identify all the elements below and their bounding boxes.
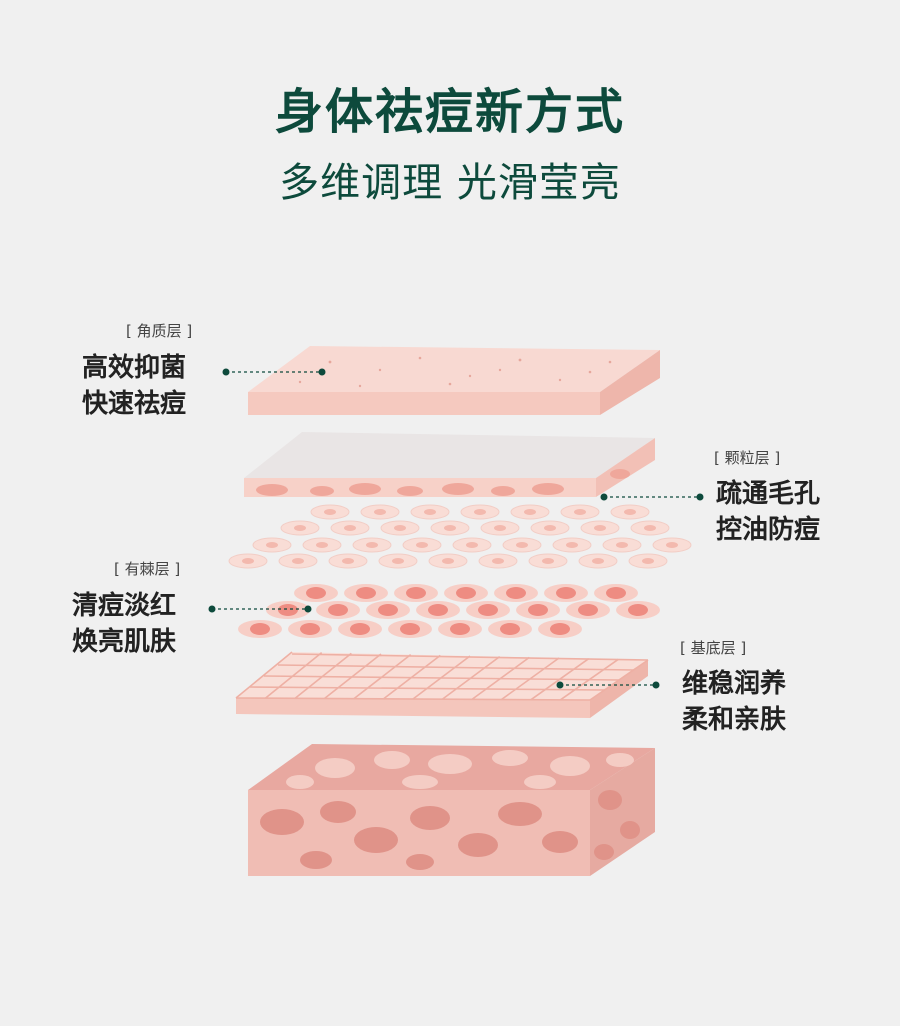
layer-desc-line: 快速祛痘 (82, 389, 187, 419)
granular-cell (328, 553, 368, 569)
granular-cell (252, 537, 292, 553)
granular-cell (552, 537, 592, 553)
spinous-cell (338, 620, 382, 638)
granular-cell (430, 520, 470, 536)
granular-cell (578, 553, 618, 569)
dermis-layer (248, 744, 655, 876)
granular-cell (310, 504, 350, 520)
spinous-cell (488, 620, 532, 638)
connector-granulosum (600, 493, 704, 501)
stratum-granulosum-layer (244, 432, 655, 497)
stratum-basale-layer (235, 651, 649, 718)
spinous-cell (294, 584, 338, 602)
layer-desc-granulosum: 疏通毛孔 控油防痘 (716, 476, 820, 548)
layer-desc-corneum: 高效抑菌 快速祛痘 (82, 350, 186, 422)
spinous-cell (316, 601, 360, 619)
granular-cell (530, 520, 570, 536)
granular-cell (460, 504, 500, 520)
granular-cell (278, 553, 318, 569)
connector-spinosum (208, 605, 312, 613)
layer-desc-line: 焕亮肌肤 (72, 627, 177, 657)
spinous-cells (238, 584, 660, 638)
granular-cells (228, 504, 692, 569)
granular-cell (452, 537, 492, 553)
granular-cell (628, 553, 668, 569)
spinous-cell (238, 620, 282, 638)
granular-cell (652, 537, 692, 553)
granular-cell (502, 537, 542, 553)
granular-cell (602, 537, 642, 553)
layer-desc-line: 疏通毛孔 (716, 479, 821, 509)
granular-cell (378, 553, 418, 569)
granular-cell (410, 504, 450, 520)
spinous-cell (388, 620, 432, 638)
granular-cell (428, 553, 468, 569)
page-subtitle: 多维调理 光滑莹亮 (279, 160, 621, 206)
granular-cell (228, 553, 268, 569)
spinous-cell (444, 584, 488, 602)
connector-basale (556, 681, 660, 689)
layer-tag-basale: [ 基底层 ] (680, 639, 747, 657)
layer-tag-spinosum: [ 有棘层 ] (114, 560, 181, 578)
page-title: 身体祛痘新方式 (274, 84, 625, 140)
granular-cell (280, 520, 320, 536)
granular-cell (630, 520, 670, 536)
spinous-cell (366, 601, 410, 619)
spinous-cell (594, 584, 638, 602)
layer-tag-granulosum: [ 颗粒层 ] (714, 449, 781, 467)
stratum-corneum-layer (248, 346, 660, 415)
spinous-cell (516, 601, 560, 619)
layer-desc-line: 清痘淡红 (72, 591, 177, 621)
granular-cell (510, 504, 550, 520)
spinous-cell (544, 584, 588, 602)
spinous-cell (344, 584, 388, 602)
granular-cell (360, 504, 400, 520)
granular-cell (302, 537, 342, 553)
granular-cell (380, 520, 420, 536)
spinous-cell (616, 601, 660, 619)
spinous-cell (266, 601, 310, 619)
granular-cell (330, 520, 370, 536)
layer-desc-basale: 维稳润养 柔和亲肤 (682, 666, 786, 738)
connector-corneum (222, 368, 326, 376)
layer-desc-line: 维稳润养 (682, 669, 787, 699)
granular-cell (478, 553, 518, 569)
spinous-cell (438, 620, 482, 638)
spinous-cell (538, 620, 582, 638)
granular-cell (560, 504, 600, 520)
spinous-cell (466, 601, 510, 619)
granular-cell (352, 537, 392, 553)
granular-cell (580, 520, 620, 536)
granular-cell (610, 504, 650, 520)
granular-cell (480, 520, 520, 536)
layer-desc-line: 控油防痘 (716, 515, 821, 545)
layer-desc-line: 柔和亲肤 (682, 705, 787, 735)
layer-tag-corneum: [ 角质层 ] (126, 322, 193, 340)
layer-desc-line: 高效抑菌 (82, 353, 187, 383)
granular-cell (402, 537, 442, 553)
spinous-cell (288, 620, 332, 638)
layer-desc-spinosum: 清痘淡红 焕亮肌肤 (72, 588, 176, 660)
granular-cell (528, 553, 568, 569)
spinous-cell (566, 601, 610, 619)
spinous-cell (416, 601, 460, 619)
spinous-cell (494, 584, 538, 602)
spinous-cell (394, 584, 438, 602)
